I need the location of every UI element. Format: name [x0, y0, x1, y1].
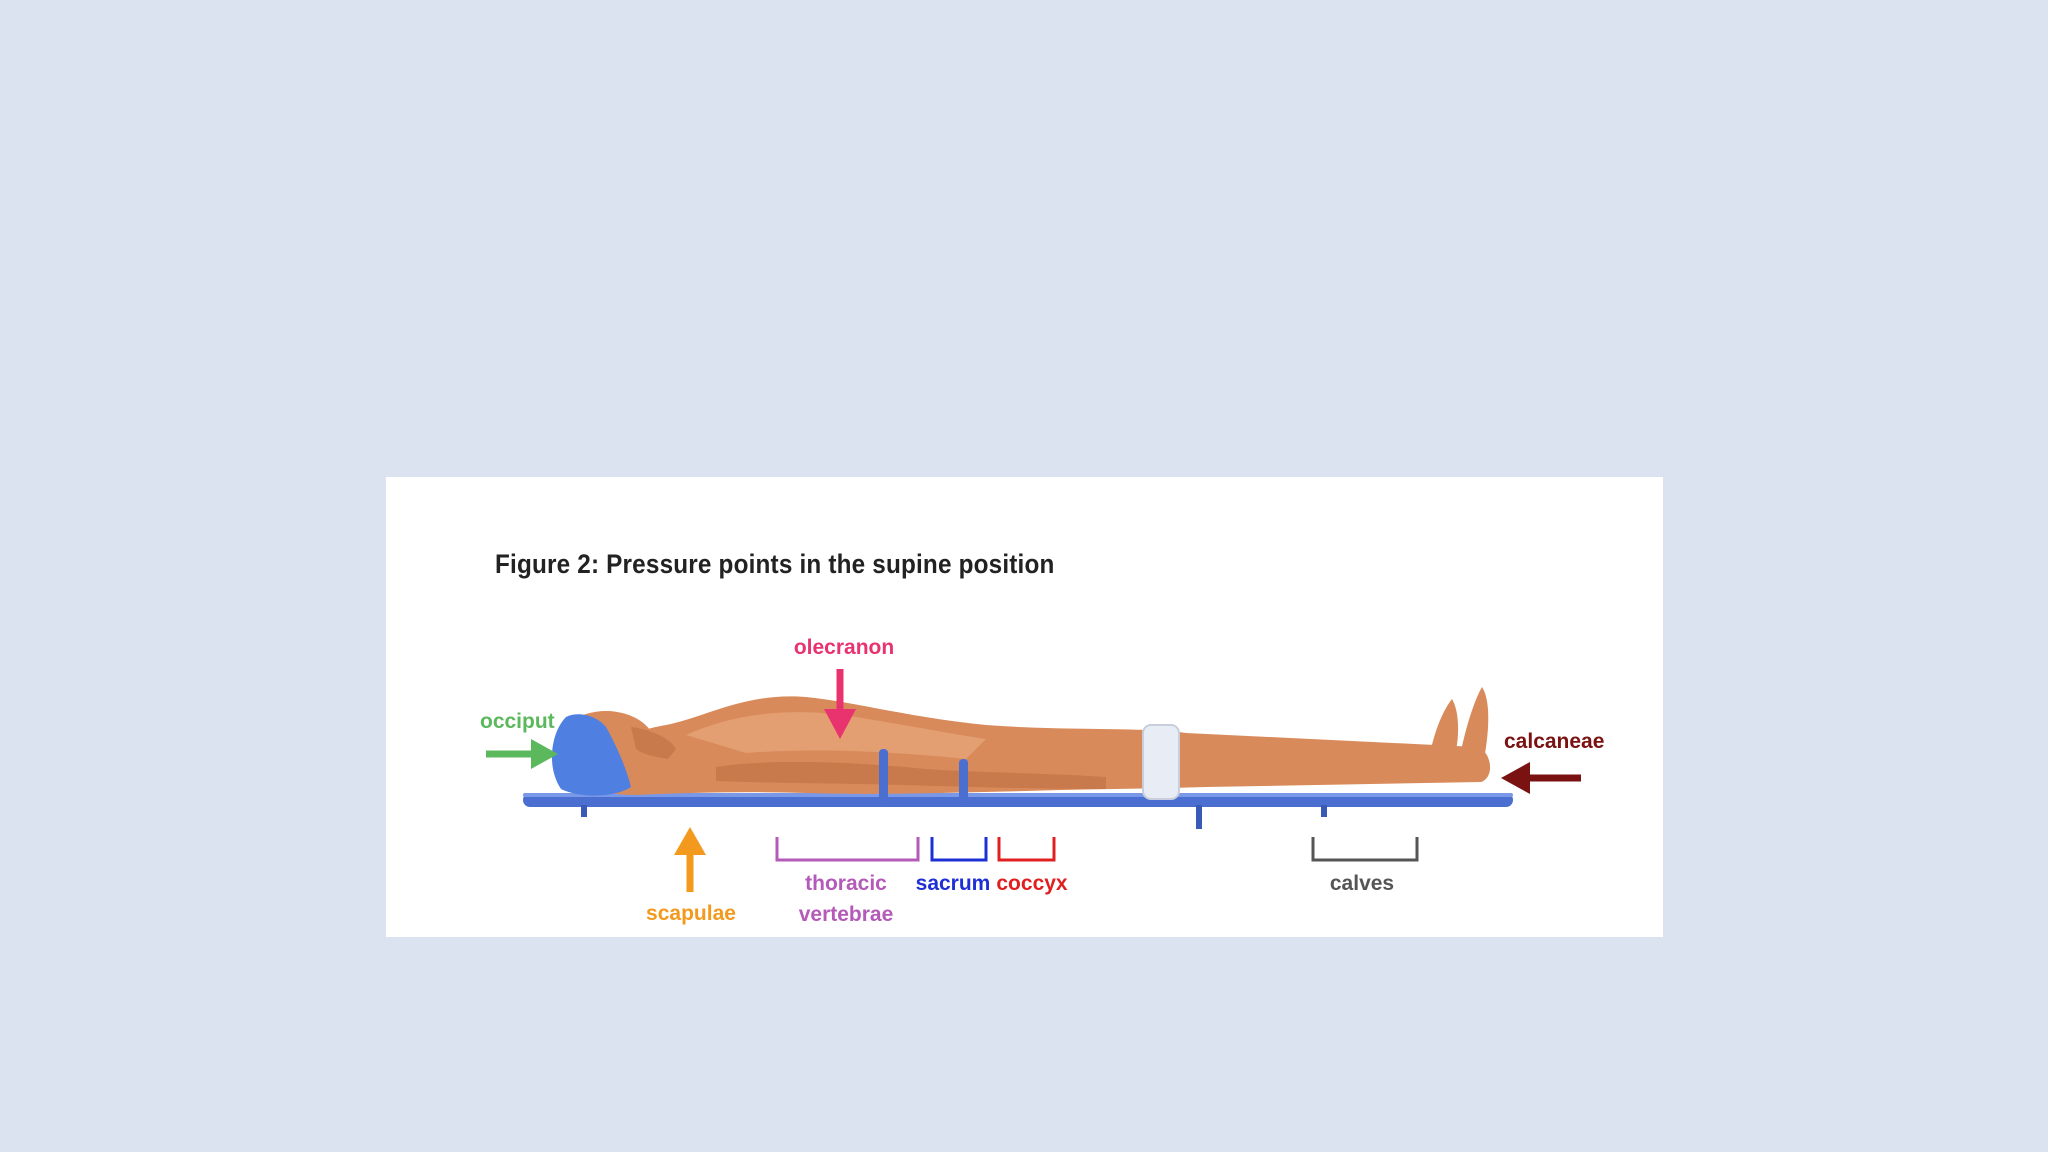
label-thoracic: thoracic: [805, 872, 887, 895]
label-coccyx: coccyx: [996, 872, 1068, 895]
calcaneae-arrow: [1501, 762, 1581, 794]
occiput-arrow: [486, 739, 558, 769]
label-olecranon: olecranon: [793, 636, 895, 659]
calves-bracket: [1311, 837, 1419, 862]
olecranon-arrow: [824, 669, 856, 739]
label-calcaneae: calcaneae: [1504, 730, 1605, 753]
thoracic-bracket: [775, 837, 920, 862]
sacrum-bracket: [930, 837, 988, 862]
patient-body: [551, 687, 1491, 803]
label-scapulae: scapulae: [646, 902, 736, 925]
figure-panel: Figure 2: Pressure points in the supine …: [386, 477, 1663, 937]
operating-table: [523, 793, 1513, 829]
label-sacrum: sacrum: [915, 872, 991, 895]
label-vertebrae: vertebrae: [798, 903, 894, 926]
label-calves: calves: [1329, 872, 1395, 895]
figure-title: Figure 2: Pressure points in the supine …: [495, 549, 1055, 579]
coccyx-bracket: [997, 837, 1056, 862]
supine-diagram: [486, 669, 1581, 892]
scapulae-arrow: [674, 827, 706, 892]
label-occiput: occiput: [480, 710, 555, 733]
